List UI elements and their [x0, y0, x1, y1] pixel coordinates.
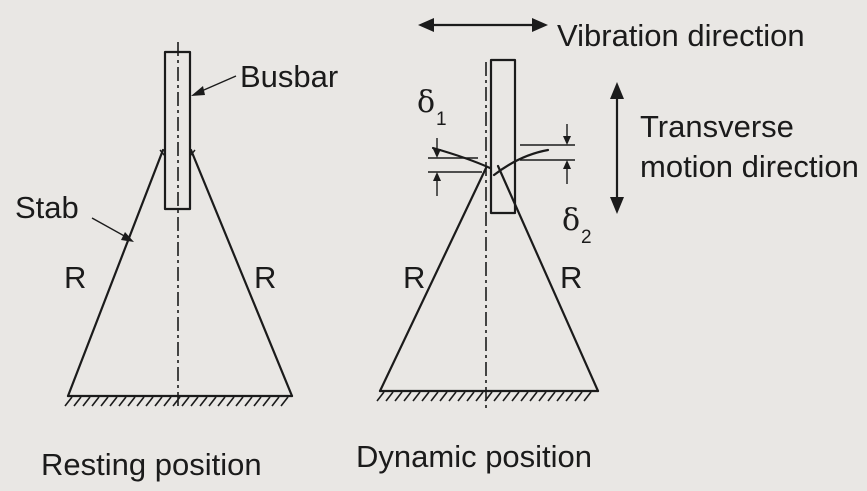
- dynamic-stab-right-side: [496, 164, 600, 393]
- dynamic-busbar: [489, 58, 517, 215]
- stab-leader-line: [91, 217, 129, 239]
- stab-leader-arrowhead: [121, 232, 134, 242]
- dynamic-hatch-mark: [574, 391, 583, 402]
- resting-hatch-mark: [262, 396, 271, 407]
- dynamic-position-caption: Dynamic position: [356, 439, 592, 474]
- resting-hatch-mark: [271, 396, 280, 407]
- resting-hatch-mark: [217, 396, 226, 407]
- r-label-resting-left: R: [64, 260, 86, 295]
- delta1-symbol: δ: [417, 85, 435, 120]
- dynamic-hatch-mark: [502, 391, 511, 402]
- resting-hatch-mark: [208, 396, 217, 407]
- dynamic-hatch-mark: [493, 391, 502, 402]
- dynamic-hatch-mark: [520, 391, 529, 402]
- dynamic-hatch-mark: [385, 391, 394, 402]
- vibration-arrow-right-head: [532, 18, 548, 32]
- resting-hatch-mark: [145, 396, 154, 407]
- delta2-upper-arrowhead: [563, 136, 571, 145]
- resting-hatch-mark: [136, 396, 145, 407]
- dynamic-hatch-mark: [403, 391, 412, 402]
- resting-position-caption: Resting position: [41, 447, 262, 482]
- resting-hatch-mark: [253, 396, 262, 407]
- dynamic-hatch-mark: [457, 391, 466, 402]
- delta1-lower-arrowhead: [433, 172, 441, 181]
- dynamic-ground-hatch: [376, 391, 592, 402]
- delta2-subscript: 2: [581, 227, 592, 248]
- stab-label: Stab: [15, 190, 79, 225]
- resting-hatch-mark: [280, 396, 289, 407]
- delta2-lower-arrowhead: [563, 160, 571, 169]
- r-label-resting-right: R: [254, 260, 276, 295]
- delta1-subscript: 1: [436, 109, 447, 130]
- dynamic-hatch-mark: [439, 391, 448, 402]
- dynamic-hatch-mark: [448, 391, 457, 402]
- resting-ground-hatch: [64, 396, 289, 407]
- transverse-arrow-top-head: [610, 82, 624, 99]
- dynamic-hatch-mark: [394, 391, 403, 402]
- dynamic-hatch-mark: [466, 391, 475, 402]
- resting-hatch-mark: [154, 396, 163, 407]
- resting-position-diagram: [64, 42, 294, 410]
- dynamic-hatch-mark: [511, 391, 520, 402]
- dynamic-position-diagram: [376, 18, 624, 410]
- resting-hatch-mark: [181, 396, 190, 407]
- busbar-leader-arrowhead: [191, 86, 205, 96]
- resting-hatch-mark: [109, 396, 118, 407]
- r-label-dynamic-left: R: [403, 260, 425, 295]
- resting-hatch-mark: [82, 396, 91, 407]
- dynamic-hatch-mark: [583, 391, 592, 402]
- transverse-arrow-bottom-head: [610, 197, 624, 214]
- resting-hatch-mark: [163, 396, 172, 407]
- delta1-upper-arrowhead: [433, 149, 441, 158]
- resting-stab-right-side: [189, 148, 294, 398]
- resting-stab-left-side: [66, 148, 165, 398]
- resting-hatch-mark: [64, 396, 73, 407]
- resting-hatch-mark: [100, 396, 109, 407]
- resting-hatch-mark: [118, 396, 127, 407]
- transverse-label-line2: motion direction: [640, 149, 859, 184]
- dynamic-stab-tip-right-curve: [492, 148, 550, 177]
- vibration-direction-label: Vibration direction: [557, 18, 805, 53]
- dynamic-hatch-mark: [556, 391, 565, 402]
- resting-hatch-mark: [172, 396, 181, 407]
- resting-hatch-mark: [235, 396, 244, 407]
- dynamic-hatch-mark: [412, 391, 421, 402]
- transverse-label-line1: Transverse: [640, 109, 794, 144]
- resting-hatch-mark: [244, 396, 253, 407]
- resting-hatch-mark: [190, 396, 199, 407]
- dynamic-hatch-mark: [421, 391, 430, 402]
- dynamic-hatch-mark: [376, 391, 385, 402]
- dynamic-hatch-mark: [430, 391, 439, 402]
- dynamic-hatch-mark: [547, 391, 556, 402]
- delta2-symbol: δ: [562, 203, 580, 238]
- resting-hatch-mark: [199, 396, 208, 407]
- dynamic-hatch-mark: [529, 391, 538, 402]
- resting-hatch-mark: [226, 396, 235, 407]
- resting-hatch-mark: [73, 396, 82, 407]
- vibration-arrow-left-head: [418, 18, 434, 32]
- dynamic-hatch-mark: [538, 391, 547, 402]
- r-label-dynamic-right: R: [560, 260, 582, 295]
- resting-hatch-mark: [127, 396, 136, 407]
- dynamic-hatch-mark: [565, 391, 574, 402]
- dynamic-hatch-mark: [475, 391, 484, 402]
- busbar-label: Busbar: [240, 59, 338, 94]
- resting-hatch-mark: [91, 396, 100, 407]
- dynamic-stab-left-side: [378, 166, 488, 393]
